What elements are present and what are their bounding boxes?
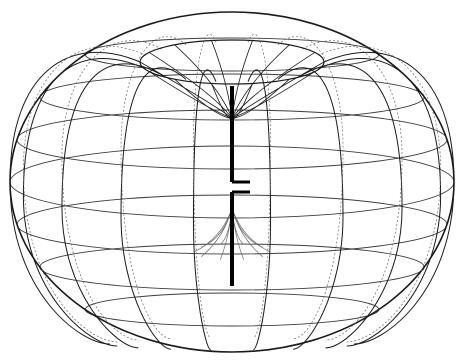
funnel-line-top (175, 45, 232, 118)
latitude-ring (85, 38, 379, 71)
meridian-line (278, 68, 343, 349)
meridian-line (278, 37, 343, 339)
meridian-line (121, 37, 186, 339)
meridian-line (302, 64, 402, 348)
meridian-line (248, 70, 271, 350)
funnel-line-top (232, 45, 289, 118)
meridian-line (193, 70, 216, 350)
meridian-line (23, 58, 145, 346)
meridian-line (318, 58, 440, 346)
meridian-line (121, 68, 186, 349)
funnel-line-bottom (201, 208, 232, 247)
meridian-line (324, 52, 454, 344)
meridian-line (248, 34, 271, 338)
meridian-line (302, 41, 402, 340)
meridian-line (62, 41, 162, 340)
funnel-line-bottom (232, 208, 263, 247)
meridian-line (193, 34, 216, 338)
latitude-ring (85, 293, 379, 326)
meridian-line (62, 64, 162, 348)
meridian-line (10, 52, 140, 344)
hole-rim (140, 40, 324, 84)
